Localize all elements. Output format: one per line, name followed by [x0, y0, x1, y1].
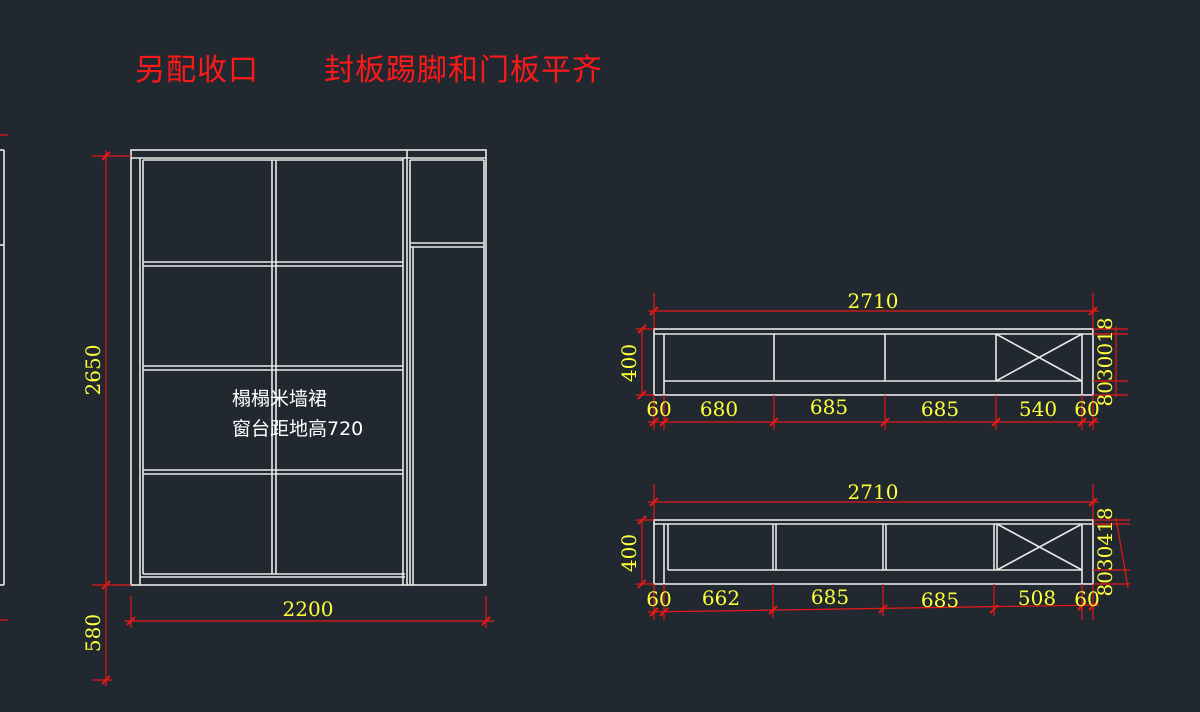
cut-off-left-element: [0, 134, 8, 621]
plan-top-seg-4: 685: [921, 397, 959, 421]
plan-bottom: 2710 400 8030418: [617, 480, 1130, 620]
dim-width: 2200: [283, 597, 334, 621]
dim-height: 2650: [81, 345, 105, 396]
plan-top-seg-1: 60: [646, 397, 671, 421]
plan-bottom-right-dims: 8030418: [1093, 507, 1117, 596]
plan-top-right-dims: 8030018: [1093, 317, 1117, 406]
plan-top-seg-2: 680: [700, 397, 738, 421]
plan-top: 2710 400 8030018: [617, 289, 1128, 430]
plan-bottom-depth: 400: [617, 534, 641, 572]
plan-bottom-seg-2: 662: [702, 586, 740, 610]
plan-bottom-seg-4: 685: [921, 588, 959, 612]
plan-top-overall: 2710: [848, 289, 899, 313]
plan-bottom-seg-3: 685: [811, 585, 849, 609]
plan-bottom-seg-5: 508: [1018, 586, 1056, 610]
plan-top-seg-6: 60: [1074, 397, 1099, 421]
plan-bottom-overall: 2710: [848, 480, 899, 504]
note-extra-trim: 另配收口: [135, 53, 259, 88]
plan-top-depth: 400: [617, 344, 641, 382]
plan-bottom-seg-1: 60: [646, 587, 671, 611]
plan-top-seg-5: 540: [1019, 397, 1057, 421]
plan-top-seg-3: 685: [810, 395, 848, 419]
tatami-wainscot-label: 榻榻米墙裙: [232, 388, 328, 410]
note-kickboard-flush: 封板踢脚和门板平齐: [324, 53, 603, 88]
plan-bottom-seg-6: 60: [1074, 587, 1099, 611]
elevation-dimensions: 2650 580 2200: [81, 150, 494, 686]
wardrobe-elevation: [130, 149, 487, 586]
window-sill-height-label: 窗台距地高720: [232, 418, 364, 440]
dim-base-height: 580: [81, 614, 105, 652]
